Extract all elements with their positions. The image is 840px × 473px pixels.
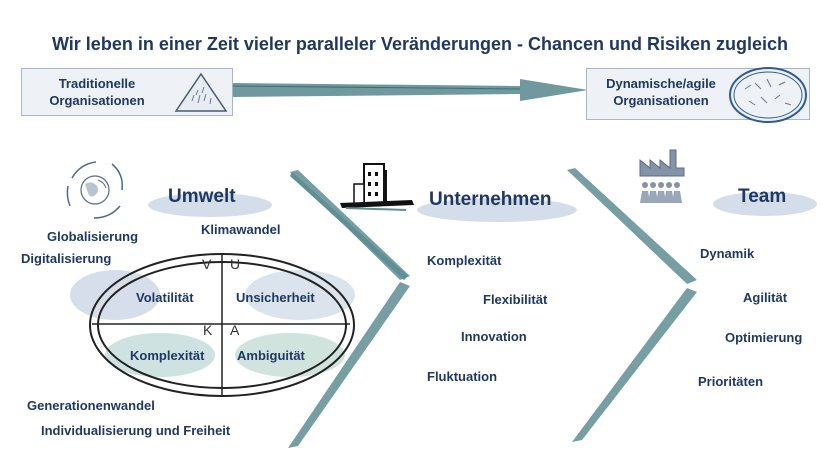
unternehmen-item-fluktuation: Fluktuation [427, 369, 498, 384]
vuka-unsicherheit: Unsicherheit [236, 290, 315, 305]
chevron-umwelt-unternehmen [288, 170, 410, 448]
team-item-prioritaeten: Prioritäten [698, 374, 764, 389]
vuka-volatilitaet: Volatilität [136, 290, 194, 305]
unternehmen-cloud [417, 198, 577, 222]
umwelt-item-klimawandel: Klimawandel [201, 222, 281, 237]
umwelt-item-digitalisierung: Digitalisierung [21, 251, 112, 266]
vuka-letter-v: V [202, 256, 212, 272]
traditional-box: Traditionelle Organisationen [21, 68, 233, 116]
transition-arrow [231, 79, 588, 101]
unternehmen-item-flexibilitaet: Flexibilität [483, 292, 548, 307]
agile-box: Dynamische/agile Organisationen [586, 67, 810, 123]
agile-label: Dynamische/agile Organisationen [606, 76, 716, 108]
chevron-unternehmen-team [567, 168, 697, 442]
vuka-komplexitaet: Komplexität [130, 348, 205, 363]
team-cloud [713, 192, 817, 216]
team-item-dynamik: Dynamik [700, 246, 755, 261]
umwelt-cloud [148, 193, 272, 217]
team-item-optimierung: Optimierung [725, 330, 803, 345]
unternehmen-item-innovation: Innovation [461, 329, 527, 344]
team-heading: Team [738, 186, 787, 207]
network-icon [729, 67, 807, 123]
globe-icon [66, 161, 124, 219]
unternehmen-item-komplexitaet: Komplexität [427, 253, 502, 268]
page-title: Wir leben in einer Zeit vieler parallele… [51, 34, 789, 54]
umwelt-item-generationenwandel: Generationenwandel [27, 398, 155, 413]
team-item-agilitaet: Agilität [743, 290, 788, 305]
umwelt-item-globalisierung: Globalisierung [47, 229, 139, 244]
pyramid-icon [174, 72, 228, 112]
building-icon [340, 163, 414, 211]
vuka-letter-a: A [230, 322, 240, 338]
unternehmen-heading: Unternehmen [429, 189, 552, 210]
umwelt-heading: Umwelt [168, 186, 236, 207]
vuka-letter-u: U [230, 256, 241, 272]
vuka-ambiguitaet: Ambiguität [237, 348, 305, 363]
umwelt-item-individualisierung: Individualisierung und Freiheit [41, 423, 231, 438]
vuka-letter-k: K [203, 322, 213, 338]
team-factory-icon [639, 149, 685, 203]
vuka-diagram [70, 253, 355, 397]
traditional-label: Traditionelle Organisationen [49, 76, 145, 108]
